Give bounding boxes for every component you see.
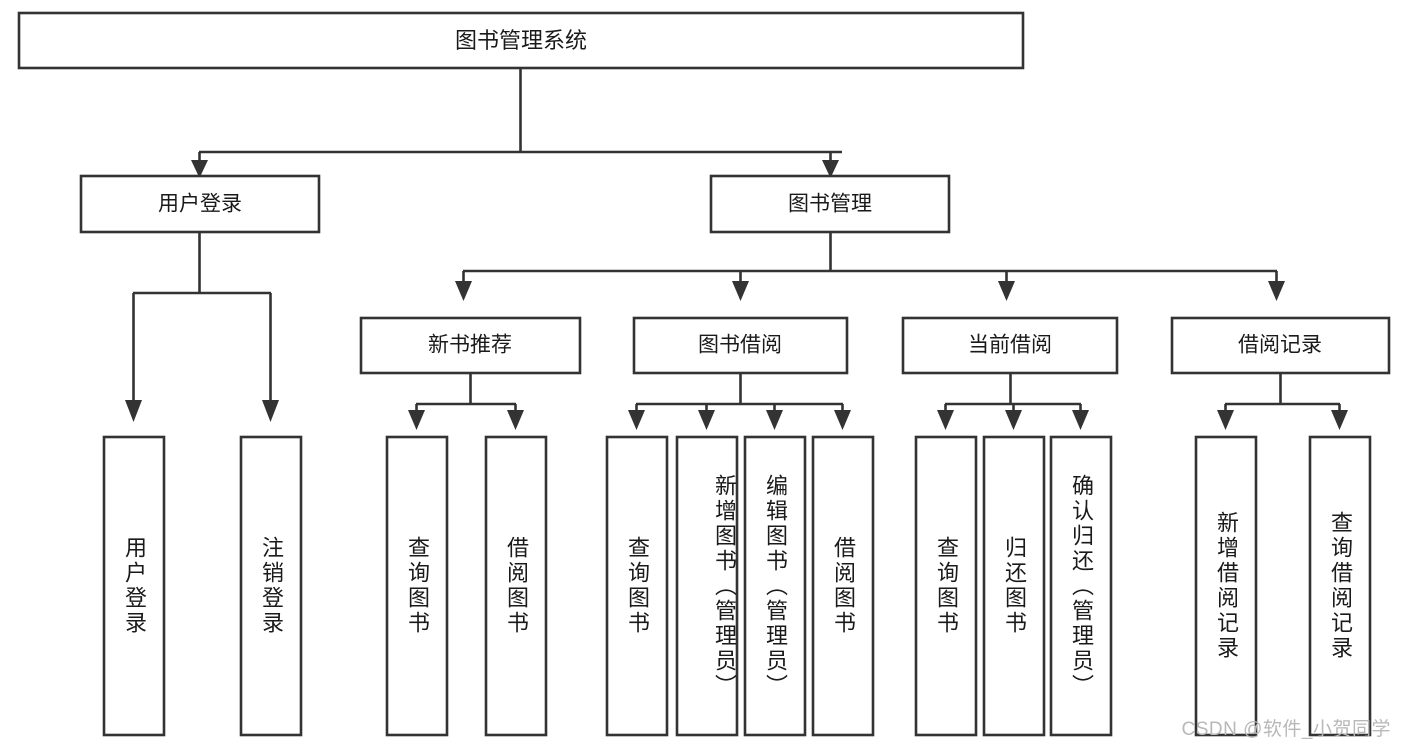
node-new-book-recommend-label: 新书推荐	[428, 334, 512, 357]
leaf-box-cb-3[interactable]	[1049, 435, 1113, 737]
node-current-borrow[interactable]: 当前借阅	[901, 316, 1119, 375]
node-book-borrow-box	[632, 316, 849, 375]
arrow-head-leaf-bb-3	[766, 410, 783, 430]
node-borrow-record[interactable]: 借阅记录	[1170, 316, 1391, 375]
arrow-head-leaf-br-1	[1217, 410, 1234, 430]
leaf-boxes-book-borrow	[605, 435, 875, 737]
watermark-text: CSDN @软件_小贺同学	[1181, 719, 1391, 740]
arrow-head-leaf-user-login-1	[125, 400, 142, 422]
node-user-login-box	[79, 174, 321, 234]
arrow-head-user-login	[191, 160, 208, 178]
arrow-head-leaf-bb-1	[628, 410, 645, 430]
node-user-login[interactable]: 用户登录	[79, 174, 321, 234]
leaf-box-br-2[interactable]	[1308, 435, 1372, 737]
connector-group-current-borrow	[937, 373, 1089, 430]
node-book-management-box	[709, 174, 951, 234]
node-current-borrow-label: 当前借阅	[968, 334, 1052, 357]
arrow-head-leaf-br-2	[1331, 410, 1348, 430]
node-book-management[interactable]: 图书管理	[709, 174, 951, 234]
leaf-boxes-new-book-recommend	[385, 435, 548, 737]
node-borrow-record-label: 借阅记录	[1238, 334, 1322, 357]
node-root-system-label: 图书管理系统	[455, 28, 587, 53]
connector-group-root	[191, 68, 842, 178]
node-borrow-record-box	[1170, 316, 1391, 375]
arrow-head-current-borrow	[998, 281, 1015, 301]
arrow-head-book-borrow	[732, 281, 749, 301]
arrow-head-leaf-user-login-2	[262, 400, 279, 422]
arrow-head-leaf-bb-4	[834, 410, 851, 430]
leaf-box-nbr-2[interactable]	[484, 435, 548, 737]
connector-group-user-login	[125, 232, 279, 422]
leaf-box-bb-3[interactable]	[743, 435, 807, 737]
arrow-head-leaf-nbr-2	[507, 410, 524, 430]
leaf-box-cb-1[interactable]	[914, 435, 978, 737]
node-user-login-label: 用户登录	[158, 193, 242, 216]
leaf-box-user-login-2[interactable]	[239, 435, 303, 737]
leaf-box-user-login-1[interactable]	[102, 435, 166, 737]
arrow-head-book-mgmt	[822, 160, 839, 178]
connector-group-book-borrow	[628, 373, 851, 430]
arrow-head-new-book-recommend	[455, 281, 472, 301]
node-new-book-recommend[interactable]: 新书推荐	[359, 316, 582, 375]
connector-group-book-mgmt	[455, 232, 1285, 301]
node-current-borrow-box	[901, 316, 1119, 375]
leaf-box-nbr-1[interactable]	[385, 435, 449, 737]
node-new-book-recommend-box	[359, 316, 582, 375]
arrow-head-leaf-cb-2	[1005, 410, 1022, 430]
arrow-head-leaf-cb-3	[1072, 410, 1089, 430]
leaf-boxes-current-borrow	[914, 435, 1113, 737]
arrow-head-leaf-nbr-1	[408, 410, 425, 430]
leaf-box-bb-1[interactable]	[605, 435, 669, 737]
leaf-boxes-user-login	[102, 435, 303, 737]
leaf-boxes-borrow-record	[1194, 435, 1372, 737]
arrow-head-leaf-cb-1	[937, 410, 954, 430]
connector-group-new-book-recommend	[408, 373, 524, 430]
leaf-box-bb-2[interactable]	[675, 435, 739, 737]
arrow-head-leaf-bb-2	[698, 410, 715, 430]
leaf-box-bb-4[interactable]	[811, 435, 875, 737]
node-book-management-label: 图书管理	[788, 193, 872, 216]
arrow-head-borrow-record	[1268, 281, 1285, 301]
node-root-system[interactable]: 图书管理系统	[17, 11, 1025, 70]
node-book-borrow[interactable]: 图书借阅	[632, 316, 849, 375]
connector-group-borrow-record	[1217, 373, 1348, 430]
node-book-borrow-label: 图书借阅	[698, 334, 782, 357]
leaf-box-cb-2[interactable]	[982, 435, 1046, 737]
node-root-system-box	[17, 11, 1025, 70]
leaf-box-br-1[interactable]	[1194, 435, 1258, 737]
